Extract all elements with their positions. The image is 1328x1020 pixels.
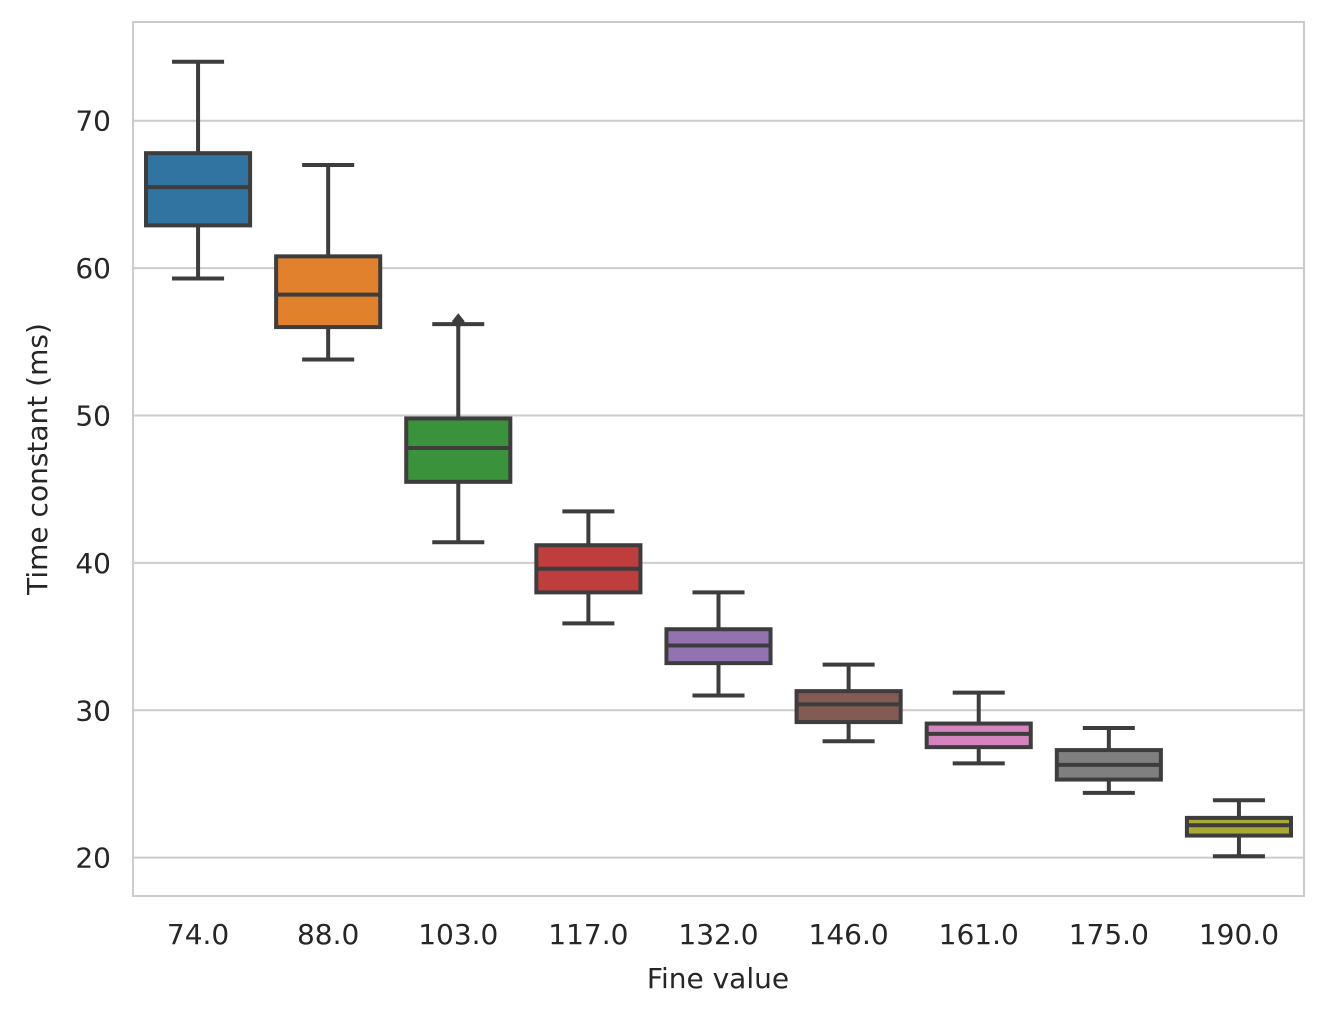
x-tick-label-175.0: 175.0	[1069, 918, 1149, 951]
y-tick-labels: 20 30 40 50 60 70	[75, 105, 111, 875]
box-175.0	[1054, 725, 1163, 795]
y-tick-label-20: 20	[75, 842, 111, 875]
box-body-146.0	[794, 689, 903, 725]
box-88.0	[274, 162, 383, 362]
x-tick-label-190.0: 190.0	[1199, 918, 1279, 951]
box-103.0	[404, 313, 513, 545]
x-tick-label-161.0: 161.0	[939, 918, 1019, 951]
box-body-103.0	[404, 416, 513, 484]
x-tick-label-103.0: 103.0	[418, 918, 498, 951]
x-tick-labels: 74.0 88.0 103.0 117.0 132.0 146.0 161.0 175.0 19…	[167, 918, 1279, 951]
x-axis-label: Fine value	[647, 962, 789, 995]
box-117.0	[534, 509, 643, 626]
y-tick-label-50: 50	[75, 400, 111, 433]
y-tick-label-70: 70	[75, 105, 111, 138]
grid-layer	[133, 119, 1304, 859]
box-body-88.0	[274, 254, 383, 330]
x-tick-label-132.0: 132.0	[678, 918, 758, 951]
box-layer	[144, 59, 1293, 859]
y-tick-label-60: 60	[75, 252, 111, 285]
y-axis-label: Time constant (ms)	[21, 323, 54, 596]
plot-area-frame	[132, 21, 1305, 897]
box-74.0	[144, 59, 253, 281]
box-132.0	[664, 590, 773, 698]
box-body-74.0	[144, 151, 253, 228]
box-146.0	[794, 662, 903, 744]
x-tick-label-117.0: 117.0	[548, 918, 628, 951]
box-161.0	[924, 690, 1033, 766]
x-tick-label-74.0: 74.0	[167, 918, 229, 951]
box-190.0	[1184, 798, 1293, 859]
outlier-103.0-0	[451, 313, 465, 330]
x-tick-label-146.0: 146.0	[809, 918, 889, 951]
y-tick-label-30: 30	[75, 694, 111, 727]
y-tick-label-40: 40	[75, 547, 111, 580]
x-tick-label-88.0: 88.0	[297, 918, 359, 951]
